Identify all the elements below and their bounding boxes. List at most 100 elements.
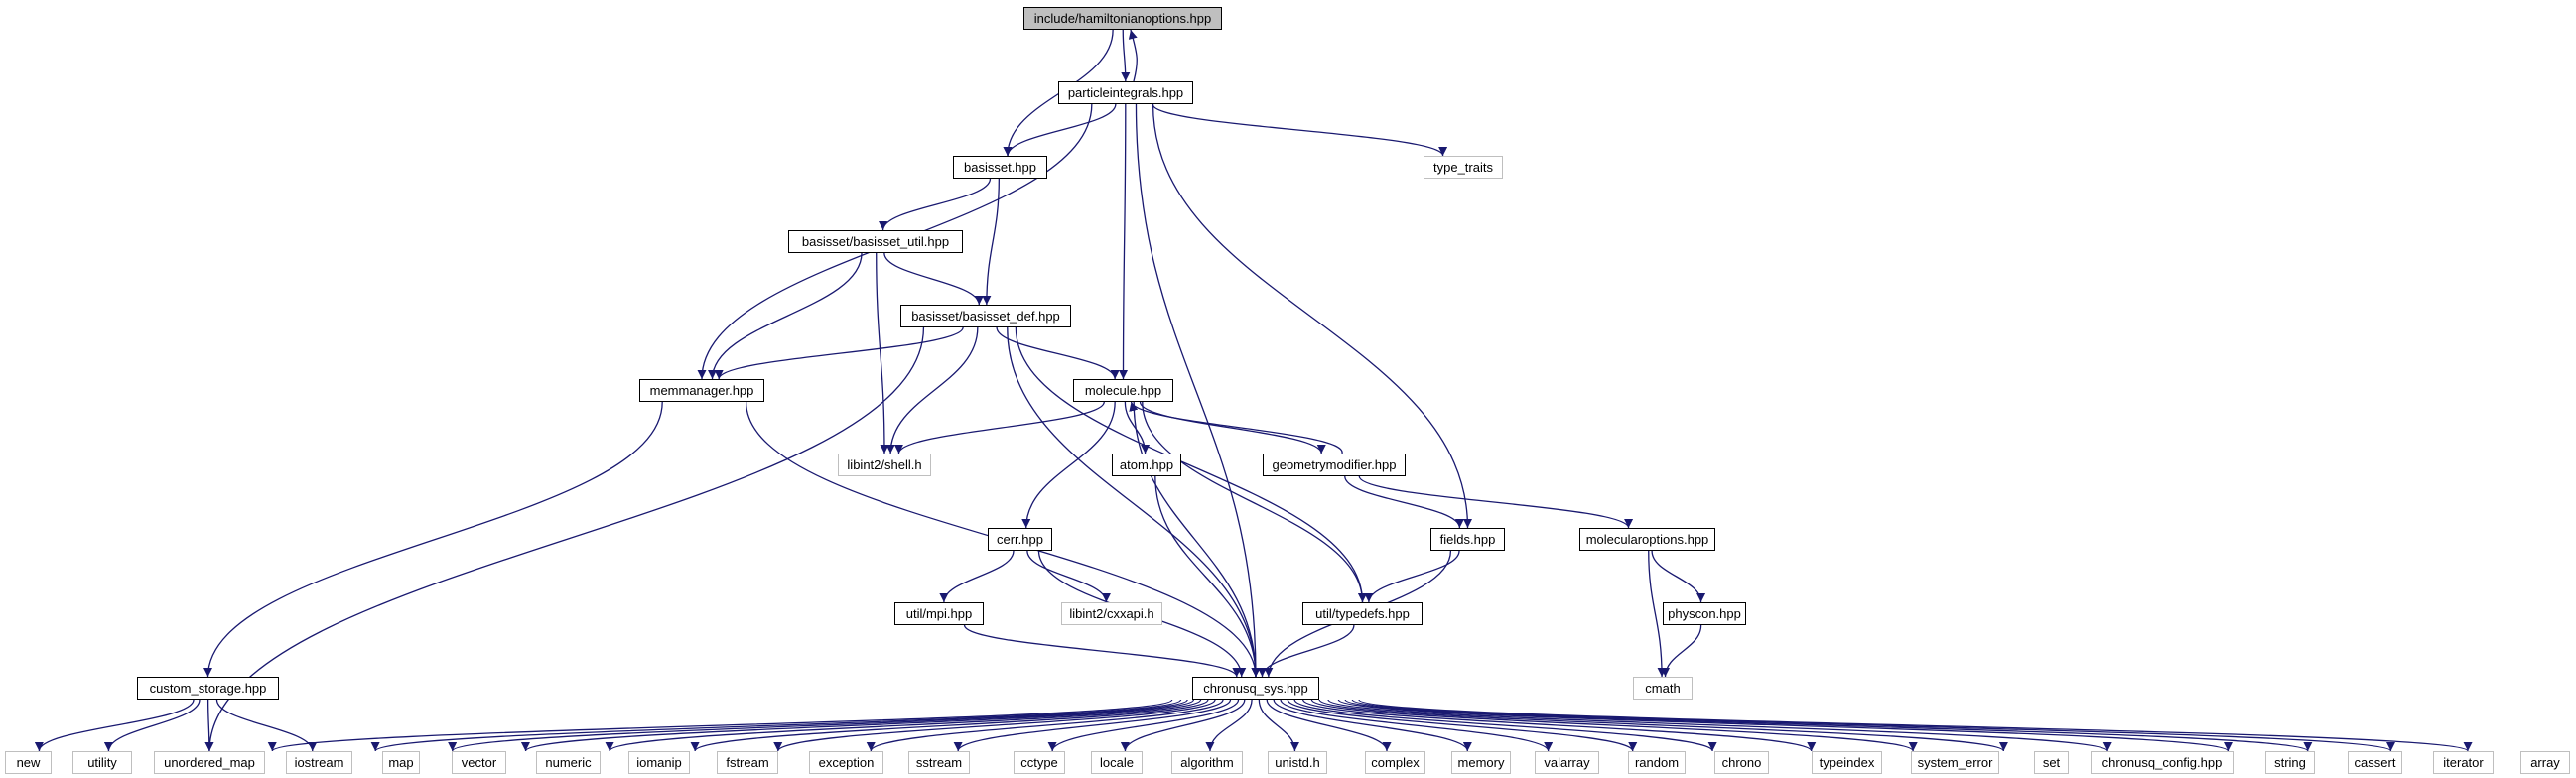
node-unordered-map: unordered_map xyxy=(154,751,265,774)
node-fields[interactable]: fields.hpp xyxy=(1430,528,1505,551)
node-valarray: valarray xyxy=(1535,751,1599,774)
edge-sys-to-array xyxy=(1358,699,2473,752)
node-unistd: unistd.h xyxy=(1268,751,1327,774)
edge-sys-to-string xyxy=(1337,699,2233,752)
node-molopts[interactable]: molecularoptions.hpp xyxy=(1579,528,1715,551)
node-particle[interactable]: particleintegrals.hpp xyxy=(1058,81,1193,104)
node-utility: utility xyxy=(72,751,132,774)
dependency-edges xyxy=(34,29,2473,752)
node-cassert: cassert xyxy=(2348,751,2402,774)
edge-bsdef-to-sys xyxy=(1007,326,1261,678)
edge-sys-to-set xyxy=(1318,699,2008,752)
node-physcon[interactable]: physcon.hpp xyxy=(1663,602,1746,625)
node-sys[interactable]: chronusq_sys.hpp xyxy=(1192,677,1319,700)
node-set: set xyxy=(2034,751,2069,774)
node-type-traits: type_traits xyxy=(1424,156,1503,179)
edge-basisset-to-bsutil xyxy=(879,178,992,231)
edge-bsdef-to-molecule xyxy=(996,326,1120,380)
edge-bsdef-to-shell xyxy=(885,326,979,454)
edge-sys-to-complex xyxy=(1266,699,1392,752)
node-vector: vector xyxy=(452,751,506,774)
node-cctype: cctype xyxy=(1014,751,1065,774)
node-cxxapi: libint2/cxxapi.h xyxy=(1061,602,1162,625)
node-bsdef[interactable]: basisset/basisset_def.hpp xyxy=(900,305,1071,327)
node-root: include/hamiltonianoptions.hpp xyxy=(1023,7,1222,30)
edge-molecule-to-cerr xyxy=(1021,401,1116,529)
node-memmanager[interactable]: memmanager.hpp xyxy=(639,379,764,402)
edge-physcon-to-cmath xyxy=(1660,624,1702,678)
edge-sys-to-iostream xyxy=(370,699,1182,752)
edge-sys-to-numeric xyxy=(605,699,1202,752)
node-iterator: iterator xyxy=(2433,751,2494,774)
edge-custom-to-new xyxy=(34,699,195,752)
edge-bsdef-to-unordered_map xyxy=(204,326,925,752)
edge-geommod-to-molopts xyxy=(1358,475,1634,529)
edge-sys-to-unistd xyxy=(1258,699,1300,752)
edge-particle-to-fields xyxy=(1152,103,1473,529)
node-config: chronusq_config.hpp xyxy=(2091,751,2234,774)
edge-sys-to-chrono xyxy=(1293,699,1717,752)
edge-sys-to-valarray xyxy=(1280,699,1554,752)
node-system-error: system_error xyxy=(1911,751,1999,774)
node-atom[interactable]: atom.hpp xyxy=(1112,454,1181,476)
node-cerr[interactable]: cerr.hpp xyxy=(988,528,1052,551)
edge-geommod-to-molecule xyxy=(1129,401,1343,454)
edge-sys-to-sstream xyxy=(953,699,1232,752)
edge-sys-to-map xyxy=(448,699,1188,752)
edge-bsutil-to-bsdef xyxy=(883,252,984,306)
edge-sys-to-cassert xyxy=(1344,699,2313,752)
edge-molopts-to-cmath xyxy=(1648,550,1667,678)
node-exception: exception xyxy=(809,751,883,774)
node-numeric: numeric xyxy=(536,751,601,774)
edge-sys-to-exception xyxy=(866,699,1224,752)
node-iostream: iostream xyxy=(286,751,352,774)
edge-sys-to-fstream xyxy=(773,699,1216,752)
edge-bsutil-to-memmanager xyxy=(707,252,863,380)
node-new: new xyxy=(5,751,52,774)
edge-bsdef-to-memmanager xyxy=(714,326,964,380)
edge-cerr-to-mpi xyxy=(939,550,1015,603)
edge-sys-to-cctype xyxy=(1047,699,1240,752)
edge-particle-to-molecule xyxy=(1118,103,1129,380)
edge-sys-to-vector xyxy=(521,699,1195,752)
node-custom[interactable]: custom_storage.hpp xyxy=(137,677,279,700)
node-sstream: sstream xyxy=(908,751,970,774)
edge-molecule-to-shell xyxy=(893,401,1105,454)
node-map: map xyxy=(382,751,420,774)
edge-sys-to-memory xyxy=(1273,699,1472,752)
edge-custom-to-unordered_map xyxy=(204,699,214,752)
node-memory: memory xyxy=(1451,751,1511,774)
edge-bsutil-to-shell xyxy=(876,252,889,454)
node-algorithm: algorithm xyxy=(1171,751,1243,774)
edge-molecule-to-sys xyxy=(1133,401,1261,678)
edge-sys-to-unordered_map xyxy=(268,699,1173,752)
node-shell: libint2/shell.h xyxy=(838,454,931,476)
node-basisset[interactable]: basisset.hpp xyxy=(953,156,1047,179)
node-bsutil[interactable]: basisset/basisset_util.hpp xyxy=(788,230,963,253)
edge-sys-to-locale xyxy=(1120,699,1246,752)
edge-particle-to-sys xyxy=(1135,103,1261,678)
edge-particle-to-root xyxy=(1128,29,1138,82)
edge-custom-to-iostream xyxy=(215,699,318,752)
node-string: string xyxy=(2265,751,2315,774)
node-molecule[interactable]: molecule.hpp xyxy=(1073,379,1173,402)
node-complex: complex xyxy=(1365,751,1425,774)
edge-sys-to-random xyxy=(1287,699,1638,752)
node-locale: locale xyxy=(1091,751,1143,774)
node-typedefs[interactable]: util/typedefs.hpp xyxy=(1302,602,1423,625)
edge-sys-to-algorithm xyxy=(1205,699,1253,752)
node-iomanip: iomanip xyxy=(628,751,690,774)
node-chrono: chrono xyxy=(1714,751,1769,774)
edge-fields-to-typedefs xyxy=(1364,550,1460,603)
edge-mpi-to-sys xyxy=(963,624,1242,678)
node-fstream: fstream xyxy=(717,751,778,774)
edge-molecule-to-typedefs xyxy=(1142,401,1368,603)
edge-root-to-particle xyxy=(1121,29,1131,82)
edge-molopts-to-physcon xyxy=(1651,550,1706,603)
edge-sys-to-typeindex xyxy=(1301,699,1817,752)
edge-cerr-to-cxxapi xyxy=(1026,550,1111,603)
node-geommod[interactable]: geometrymodifier.hpp xyxy=(1263,454,1406,476)
node-random: random xyxy=(1628,751,1686,774)
node-mpi[interactable]: util/mpi.hpp xyxy=(894,602,984,625)
